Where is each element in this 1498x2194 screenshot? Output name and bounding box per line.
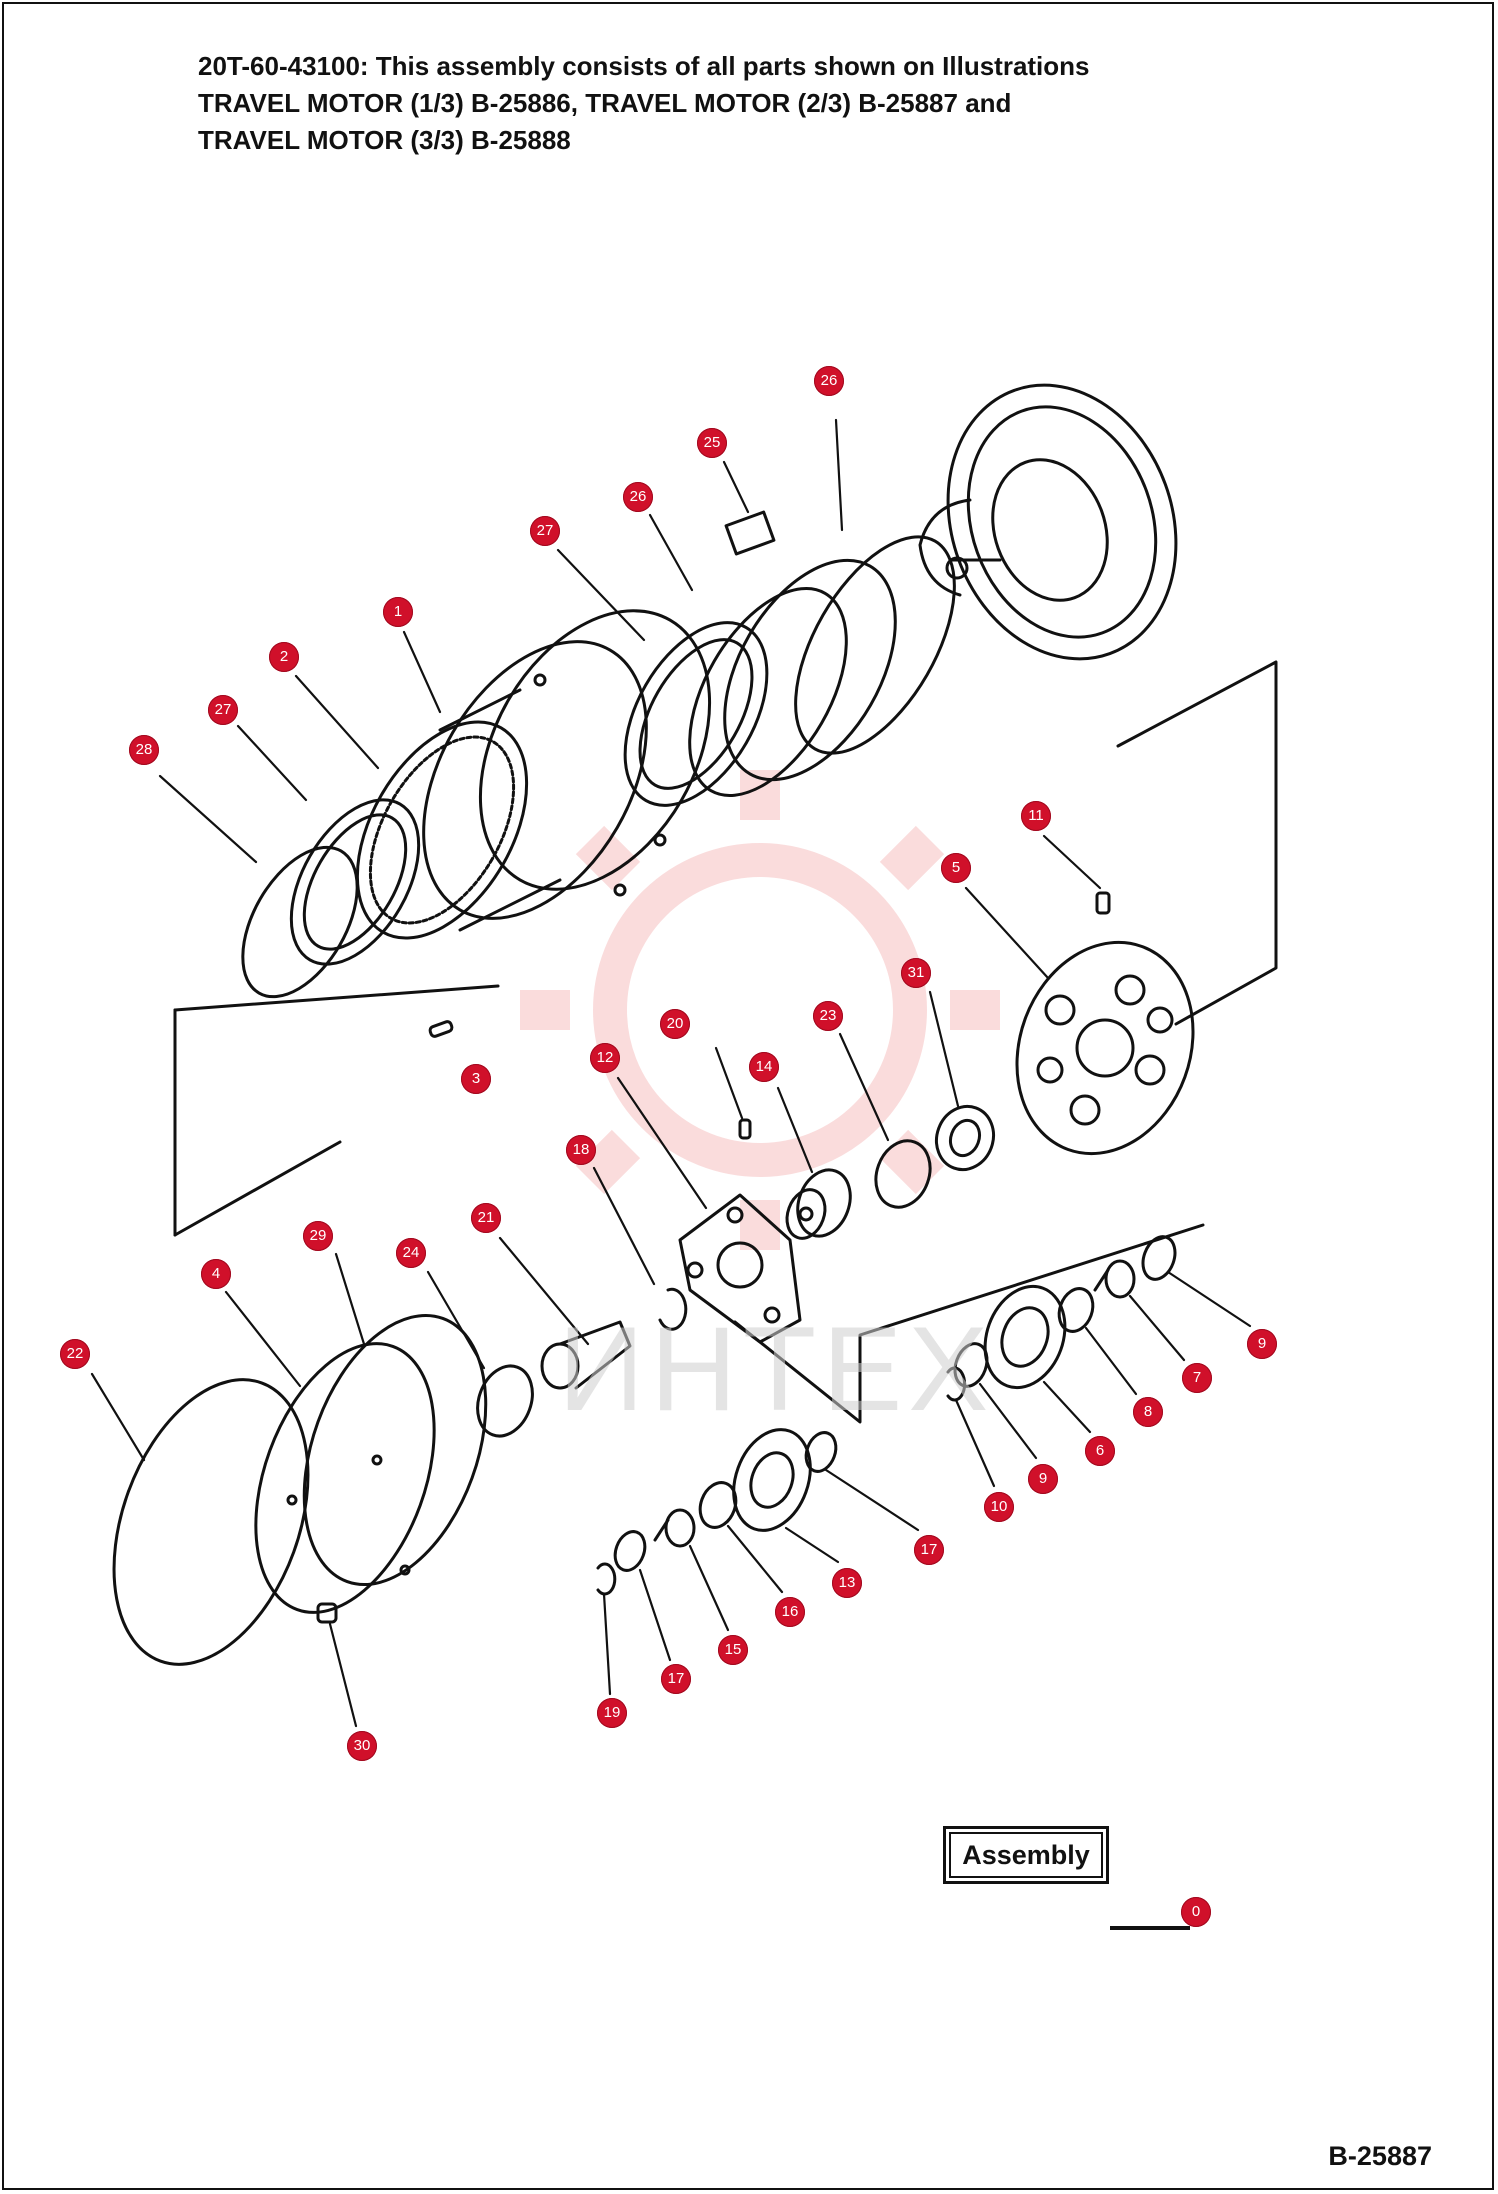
callout-4: 4: [201, 1259, 231, 1289]
callout-21: 21: [471, 1203, 501, 1233]
callout-26: 26: [814, 366, 844, 396]
callout-5: 5: [941, 853, 971, 883]
pin-15: [653, 1508, 696, 1548]
callout-2: 2: [269, 642, 299, 672]
callout-30: 30: [347, 1731, 377, 1761]
callout-20: 20: [660, 1009, 690, 1039]
carrier-5: [1015, 940, 1195, 1156]
callout-18: 18: [566, 1135, 596, 1165]
assembly-leader: [1110, 1926, 1190, 1930]
cover-4: [254, 1313, 488, 1614]
ring-gear-2: [355, 720, 529, 940]
callout-3: 3: [461, 1064, 491, 1094]
callout-1: 1: [383, 597, 413, 627]
callout-23: 23: [813, 1001, 843, 1031]
seal-group-25: [723, 510, 897, 782]
callout-31: 31: [901, 958, 931, 988]
shaft-21: [540, 1320, 632, 1390]
bearing-16: [698, 1481, 738, 1529]
callout-0: 0: [1181, 1897, 1211, 1927]
callout-10: 10: [984, 1492, 1014, 1522]
callout-6: 6: [1085, 1436, 1115, 1466]
retaining-ring-28: [241, 845, 359, 999]
leader-lines: [90, 418, 1252, 1728]
plug-30: [316, 1602, 338, 1624]
callout-12: 12: [590, 1043, 620, 1073]
callout-17: 17: [661, 1664, 691, 1694]
callout-16: 16: [775, 1597, 805, 1627]
callout-24: 24: [396, 1238, 426, 1268]
bearing-27-lower: [289, 798, 421, 966]
o-ring-26-top: [794, 535, 956, 755]
page-title: 20T-60-43100: This assembly consists of …: [198, 48, 1348, 159]
seal-24: [476, 1364, 534, 1438]
callout-8: 8: [1133, 1397, 1163, 1427]
callout-14: 14: [749, 1052, 779, 1082]
pin-7: [1093, 1259, 1136, 1299]
washer-17-left: [613, 1530, 647, 1572]
snap-ring-10: [946, 1366, 967, 1402]
retaining-ring-22: [112, 1378, 310, 1666]
bearing-8: [1057, 1287, 1095, 1333]
callout-29: 29: [303, 1221, 333, 1251]
housing-1: [422, 609, 712, 932]
callout-7: 7: [1182, 1363, 1212, 1393]
title-line-3: TRAVEL MOTOR (3/3) B-25888: [198, 125, 571, 155]
callout-26: 26: [623, 482, 653, 512]
group-bracket-bottom: [733, 1223, 1205, 1424]
callout-25: 25: [697, 428, 727, 458]
bolt-11: [1095, 891, 1111, 915]
callout-27: 27: [530, 516, 560, 546]
callout-22: 22: [60, 1339, 90, 1369]
figure-id: B-25887: [1328, 2141, 1432, 2171]
title-line-1: 20T-60-43100: This assembly consists of …: [198, 51, 1090, 81]
callout-9: 9: [1247, 1329, 1277, 1359]
callout-19: 19: [597, 1698, 627, 1728]
title-line-2: TRAVEL MOTOR (1/3) B-25886, TRAVEL MOTOR…: [198, 88, 1012, 118]
planet-gear-13: [732, 1428, 812, 1532]
callout-11: 11: [1021, 801, 1051, 831]
snap-ring-19: [596, 1562, 617, 1596]
callout-17: 17: [914, 1535, 944, 1565]
seal-23: [874, 1139, 932, 1209]
spring-20: [738, 1118, 752, 1140]
callout-9: 9: [1028, 1464, 1058, 1494]
washer-17-right: [804, 1431, 838, 1473]
callout-15: 15: [718, 1635, 748, 1665]
snap-ring-18: [658, 1287, 688, 1331]
callout-13: 13: [832, 1568, 862, 1598]
bearing-27-top: [623, 621, 769, 807]
assembly-box: Assembly: [943, 1826, 1109, 1884]
pin-3: [428, 1020, 454, 1038]
motor-cover: [918, 383, 1178, 661]
callout-27: 27: [208, 695, 238, 725]
sun-gear-14: [785, 1168, 852, 1240]
plate-12: [678, 1193, 802, 1344]
group-bracket-right: [1116, 660, 1278, 1026]
bearing-31: [935, 1104, 995, 1172]
planet-gear-6: [983, 1284, 1067, 1390]
callout-28: 28: [129, 735, 159, 765]
watermark-text: ИНТЕХ: [558, 1302, 995, 1436]
o-ring-26-lower: [688, 587, 848, 797]
